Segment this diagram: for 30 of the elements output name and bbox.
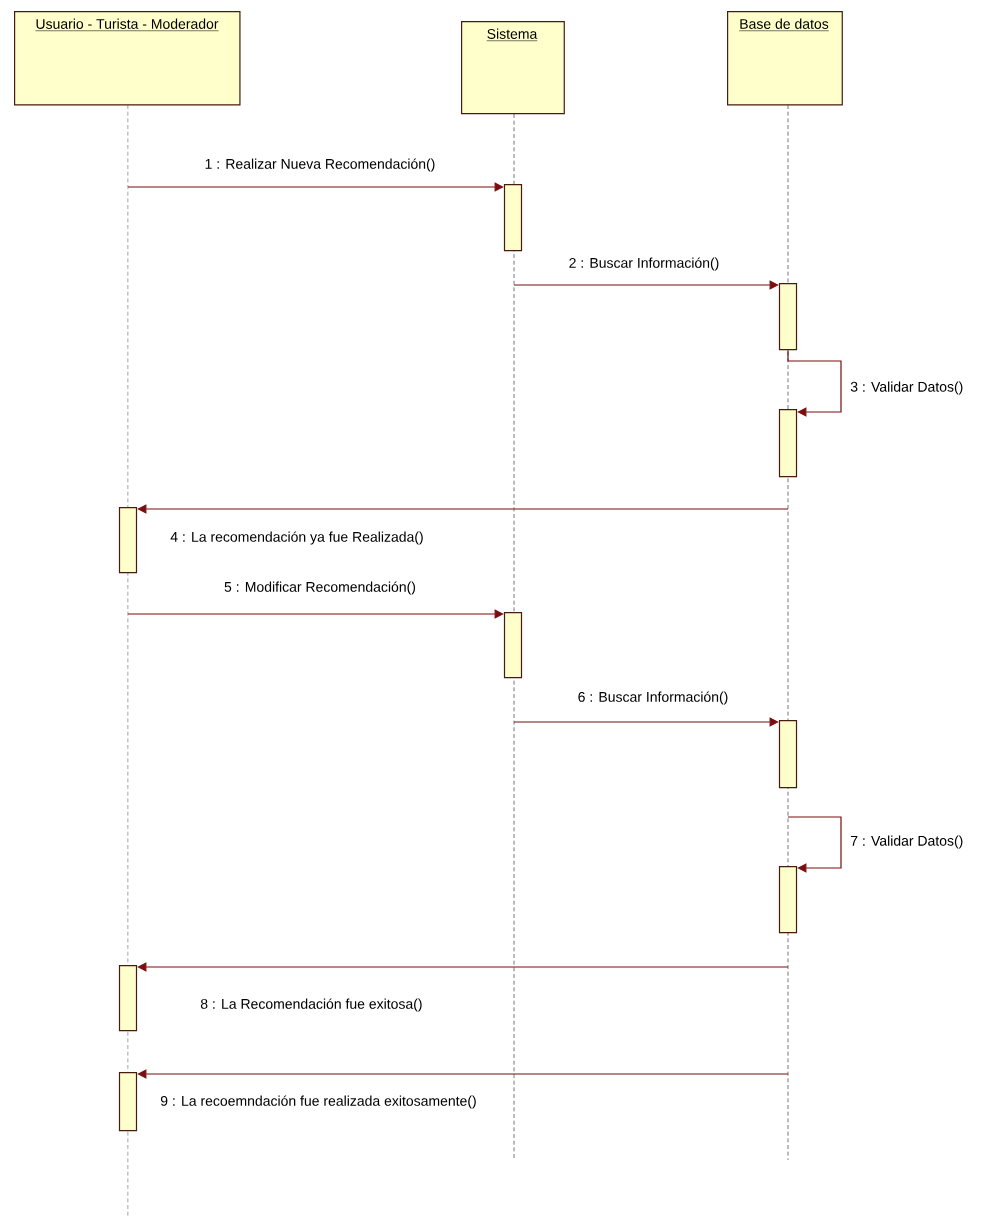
message-label: 8 : La Recomendación fue exitosa() xyxy=(198,996,425,1014)
message-arrow xyxy=(137,962,789,972)
message-label: 7 : Validar Datos() xyxy=(848,833,966,851)
lifeline-head-box: Usuario - Turista - Moderador xyxy=(14,11,241,106)
activation-bar xyxy=(118,507,138,574)
activation-bar xyxy=(778,283,798,351)
message-label: 3 : Validar Datos() xyxy=(848,379,966,397)
message-arrow xyxy=(513,717,779,727)
message-arrow xyxy=(137,1069,789,1079)
lifeline-head-box: Base de datos xyxy=(727,11,843,106)
message-arrow xyxy=(127,609,504,619)
message-arrow xyxy=(137,504,789,514)
message-label: 9 : La recoemndación fue realizada exitosamente() xyxy=(158,1093,479,1111)
message-arrow xyxy=(127,182,504,192)
message-arrow xyxy=(787,349,842,417)
lifeline-head-box: Sistema xyxy=(461,21,565,115)
message-label: 6 : Buscar Información() xyxy=(575,689,731,707)
message-label: 4 : La recomendación ya fue Realizada() xyxy=(168,529,426,547)
activation-bar xyxy=(118,965,138,1032)
message-label: 1 : Realizar Nueva Recomendación() xyxy=(202,156,438,174)
message-arrow xyxy=(513,280,779,290)
activation-bar xyxy=(503,184,523,252)
activation-bar xyxy=(778,866,798,934)
activation-bar xyxy=(778,720,798,789)
message-arrow xyxy=(787,816,842,873)
message-label: 5 : Modificar Recomendación() xyxy=(222,579,418,597)
activation-bar xyxy=(778,409,798,478)
message-label: 2 : Buscar Información() xyxy=(566,255,722,273)
activation-bar xyxy=(503,612,523,679)
activation-bar xyxy=(118,1072,138,1132)
